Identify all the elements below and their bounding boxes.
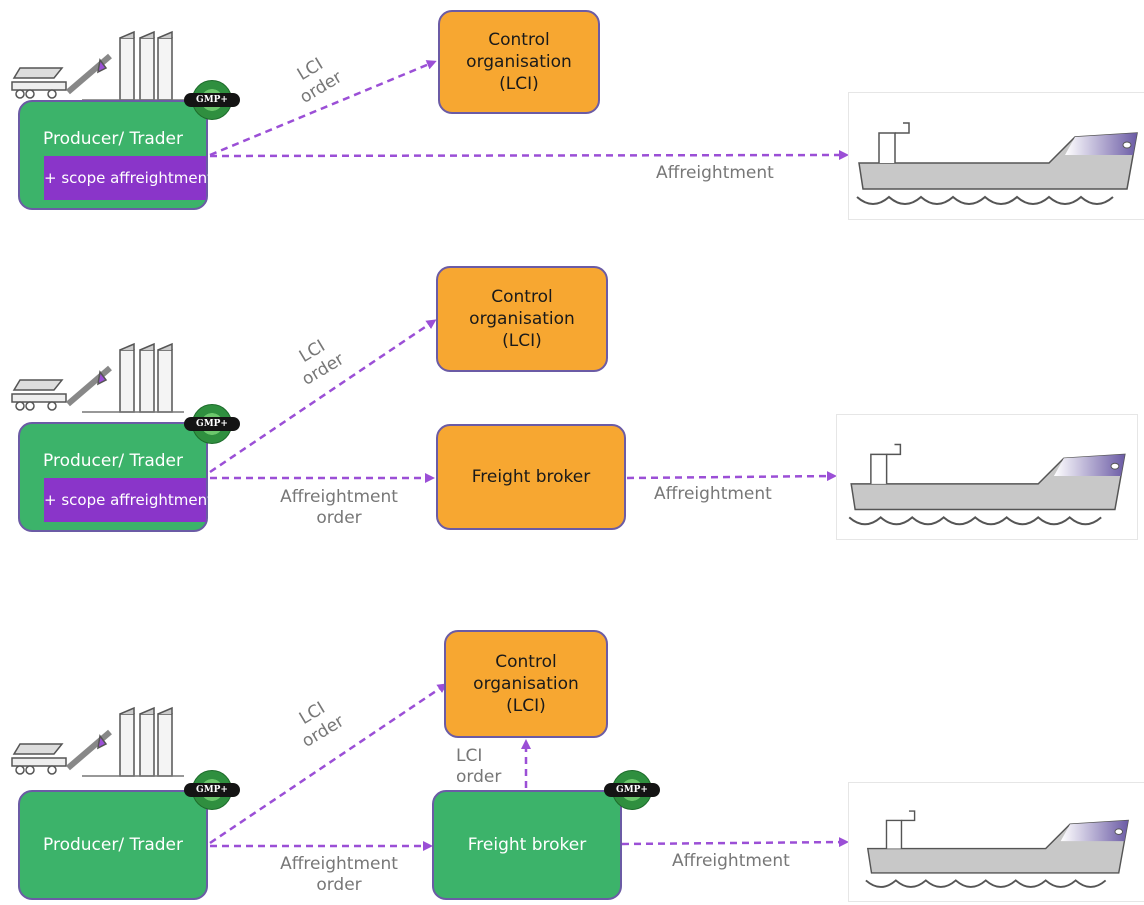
control-org-line2: organisation [469,309,575,329]
control-org-line3: (LCI) [502,331,542,351]
affreightment-label-3: Affreightment [672,851,790,871]
scope-affreightment-label: + scope affreightment [44,156,213,200]
producer-trader-label: Producer/ Trader [43,451,183,471]
arrow-lci-order-1 [209,60,437,157]
transport-icons [8,706,184,784]
gmp-badge-text: GMP+ [184,783,240,797]
scope-affreightment-label: + scope affreightment [44,478,213,522]
gmp-badge-text: GMP+ [604,783,660,797]
lci-line1: LCI [456,746,483,766]
affreightment-order-line1: Affreightment [280,487,398,507]
transport-icons [8,342,184,420]
control-org-line3: (LCI) [499,74,539,94]
lci-line2: order [456,767,502,787]
freight-broker-box-3: Freight broker [432,790,622,900]
arrow-affreightment-3 [621,837,849,848]
producer-trader-box-3: Producer/ Trader [18,790,208,900]
producer-trader-label: Producer/ Trader [43,129,183,149]
control-org-line3: (LCI) [506,696,546,716]
gmp-badge-icon: GMP+ [184,770,240,810]
control-org-line1: Control [495,652,557,672]
ship-icon [848,92,1144,220]
control-org-line2: organisation [473,674,579,694]
freight-broker-label: Freight broker [471,467,591,487]
ship-icon [836,414,1138,540]
affreightment-order-line2: order [316,875,362,895]
gmp-badge-icon: GMP+ [184,80,240,120]
freight-broker-box-2: Freight broker [436,424,626,530]
affreightment-order-line1: Affreightment [280,854,398,874]
gmp-badge-icon: GMP+ [184,404,240,444]
gmp-badge-text: GMP+ [184,417,240,431]
producer-trader-label: Producer/ Trader [43,835,183,855]
arrow-affreightment-2 [626,471,837,482]
transport-icons [8,30,184,108]
affreightment-order-line2: order [316,508,362,528]
control-org-line1: Control [488,30,550,50]
ship-icon [848,782,1144,902]
affreightment-label-1: Affreightment [656,163,774,183]
arrow-lci-order-2 [209,319,437,474]
arrow-affreightment-1 [209,150,849,161]
control-org-line1: Control [491,287,553,307]
producer-trader-box-2: Producer/ Trader + scope affreightment [18,422,213,532]
producer-trader-box-1: Producer/ Trader + scope affreightment [18,100,213,210]
freight-broker-label: Freight broker [467,835,587,855]
gmp-badge-text: GMP+ [184,93,240,107]
control-org-line2: organisation [466,52,572,72]
gmp-badge-icon: GMP+ [604,770,660,810]
affreightment-label-2: Affreightment [654,484,772,504]
